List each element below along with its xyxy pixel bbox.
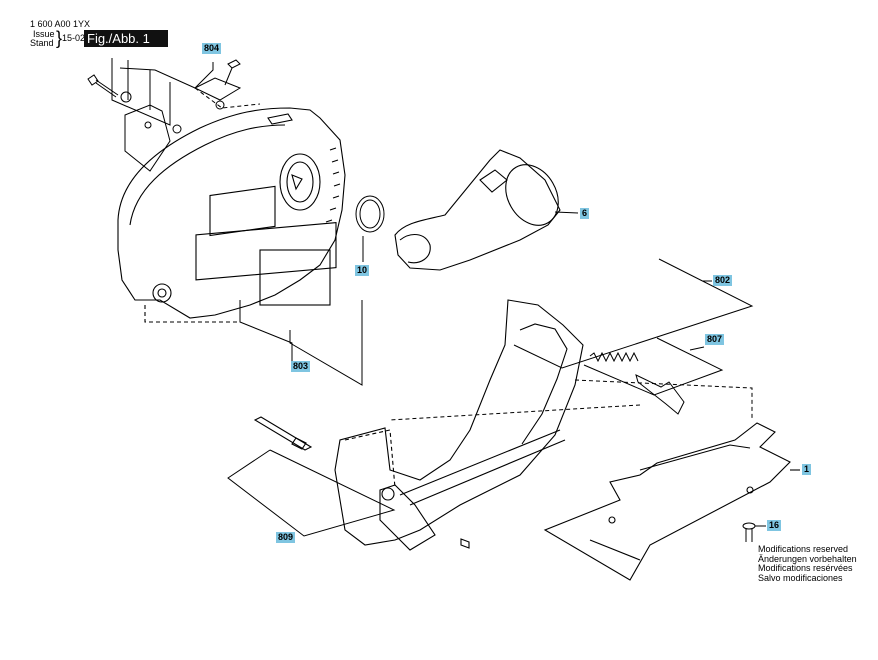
callout-807: 807 — [705, 334, 725, 345]
callout-809: 809 — [276, 532, 296, 543]
callout-6: 6 — [580, 208, 590, 219]
issue-date: 15-02-12 — [62, 33, 99, 43]
callout-10: 10 — [355, 265, 370, 276]
issue-label: Issue — [33, 29, 55, 39]
blade-guard-housing — [117, 107, 346, 323]
dashed-frame — [574, 379, 753, 420]
callout-1: 1 — [802, 464, 812, 475]
doc-number: 1 600 A00 1YX — [30, 19, 91, 29]
o-ring-10 — [355, 195, 385, 262]
dust-adaptor-6 — [394, 149, 579, 271]
callout-802: 802 — [713, 275, 733, 286]
leader-803 — [239, 300, 363, 386]
leader-807 — [583, 337, 724, 396]
base-bracket-809 — [253, 299, 584, 551]
leader-802 — [513, 258, 754, 369]
leader-809 — [227, 449, 396, 537]
brace-glyph: } — [56, 28, 63, 48]
modifications-note: Modifications reserved Änderungen vorbeh… — [758, 544, 857, 583]
callout-803: 803 — [291, 361, 311, 372]
screw-16 — [742, 522, 766, 542]
callout-804: 804 — [202, 43, 222, 54]
note-line: Modifications reserved — [758, 544, 849, 554]
note-line: Salvo modificaciones — [758, 572, 843, 583]
note-line: Modifications resérvées — [758, 563, 853, 573]
base-plate-1 — [543, 422, 800, 581]
note-line: Änderungen vorbehalten — [758, 553, 857, 564]
figure-label: Fig./Abb. 1 — [84, 30, 168, 47]
callout-16: 16 — [767, 520, 782, 531]
stand-label: Stand — [30, 38, 54, 48]
bracket-804-group — [87, 58, 261, 172]
